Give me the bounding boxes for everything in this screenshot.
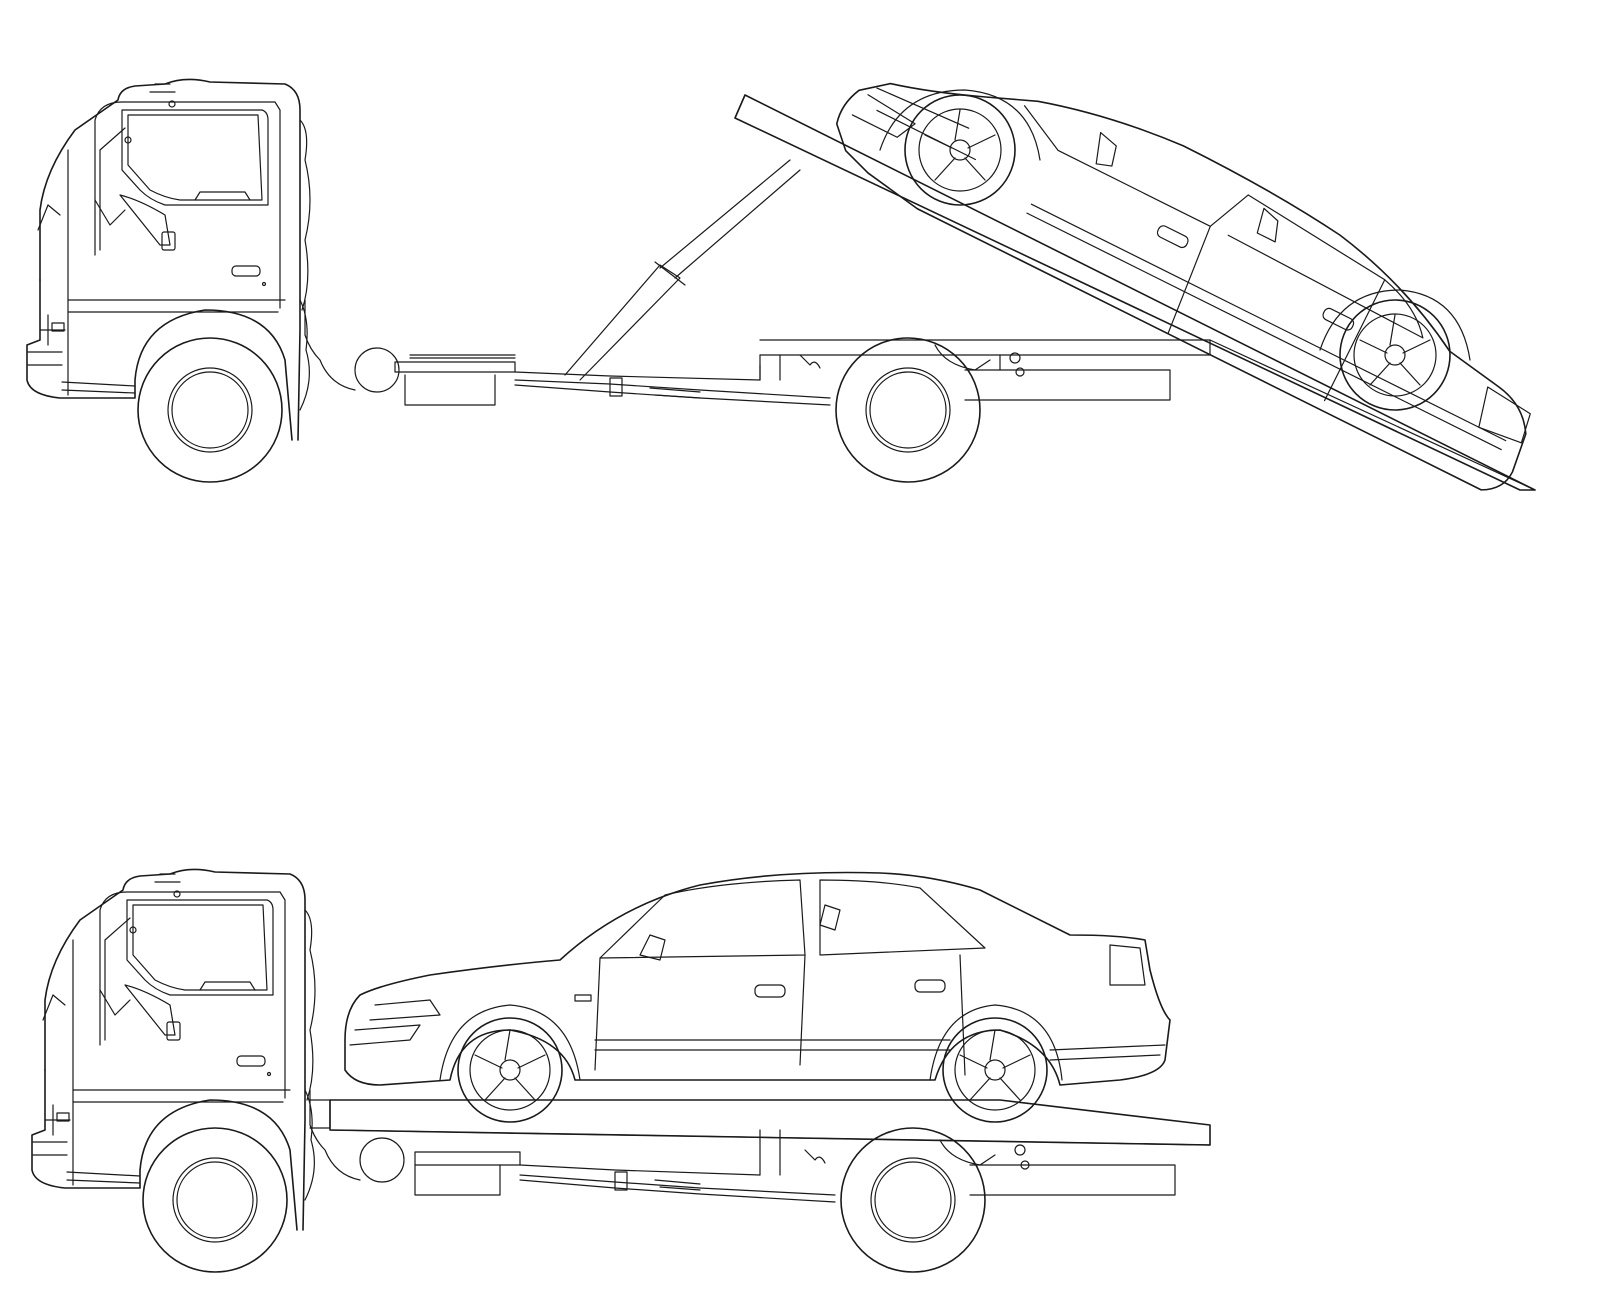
truck-cab (31, 868, 316, 1231)
hydraulic-ram (564, 159, 801, 381)
car-on-ramp (835, 82, 1531, 491)
truck-front-wheel (142, 1127, 288, 1273)
car-on-bed (344, 871, 1171, 1086)
truck-front-wheel (137, 337, 283, 483)
tilted-bed (734, 94, 1536, 491)
truck-chassis (309, 1089, 1176, 1203)
scene-loading (26, 78, 1536, 491)
car-rear-wheel-top (1319, 289, 1471, 411)
truck-rear-wheel (840, 1127, 986, 1273)
truck-cab (26, 78, 311, 441)
car-rear-wheel-bottom (929, 1004, 1063, 1123)
scene-transport (31, 868, 1211, 1273)
truck-rear-wheel (835, 337, 981, 483)
car-front-wheel-top (879, 89, 1041, 206)
car-front-wheel-bottom (439, 1004, 581, 1123)
flat-bed (309, 1099, 1211, 1146)
truck-chassis (304, 299, 1211, 406)
